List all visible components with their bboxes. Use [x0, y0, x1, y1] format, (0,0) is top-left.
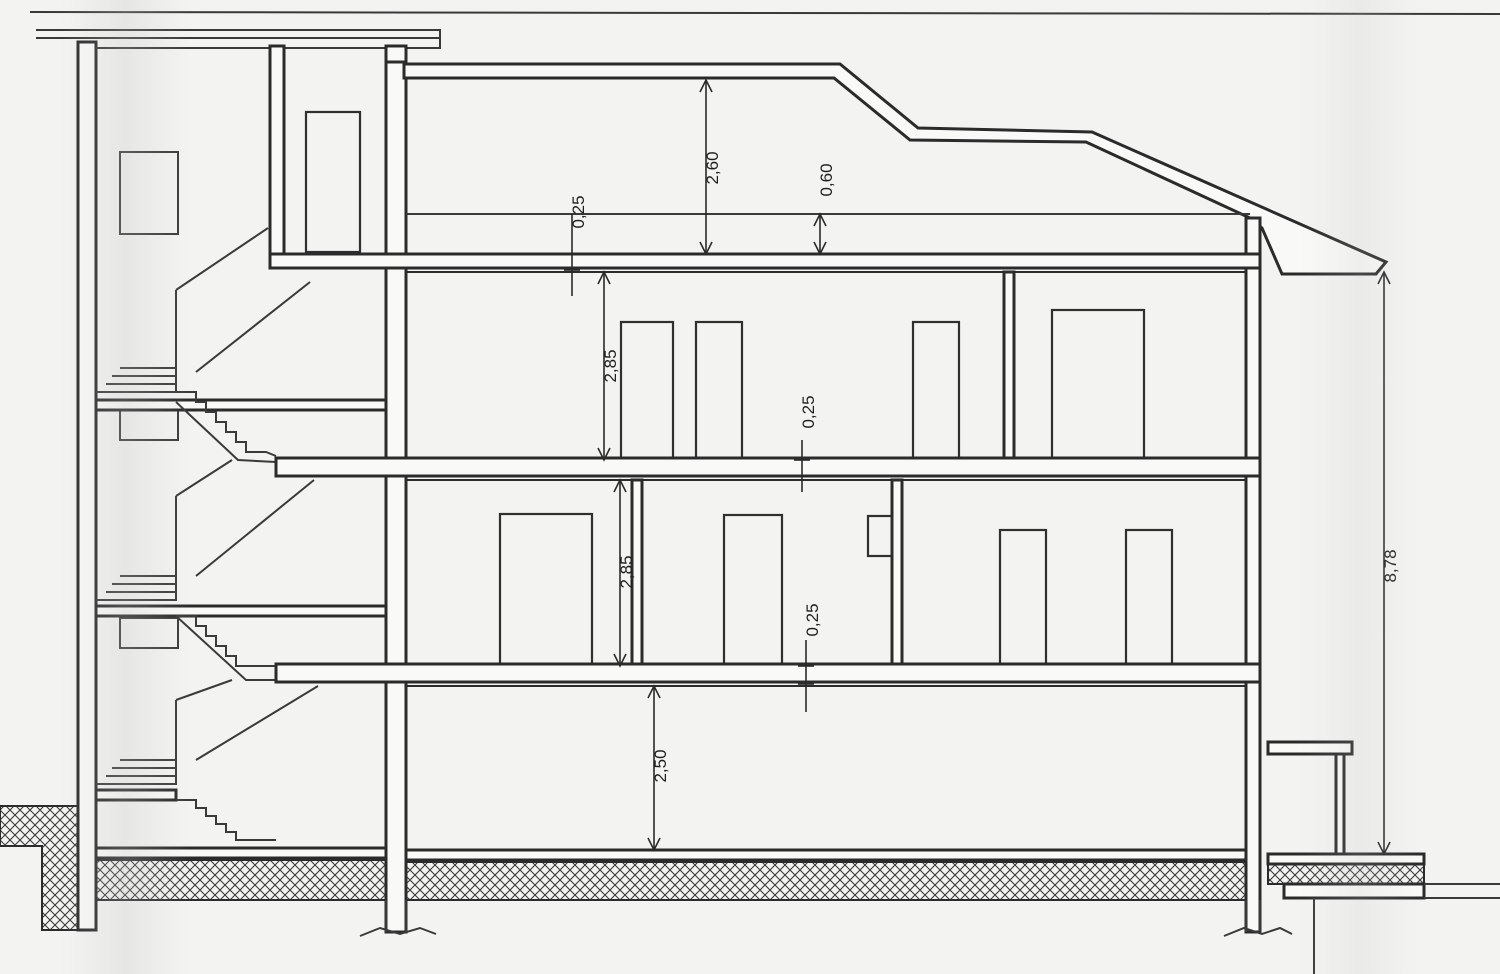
dim-ground-height: 2,50: [651, 749, 670, 782]
floor1-door-1: [498, 512, 594, 668]
ground-slab: [404, 848, 1248, 862]
floor2-door-4: [1050, 308, 1146, 462]
paper-fold-shadow-right: [1300, 0, 1420, 974]
attic-door: [304, 110, 362, 254]
ground-floor: [94, 680, 1262, 934]
dim-floor1-slab: 0,25: [803, 603, 822, 636]
roof: [268, 44, 1389, 276]
floor1-door-3: [998, 528, 1048, 668]
right-wall-lower: [1244, 680, 1262, 934]
dim-attic-slab: 0,25: [569, 195, 588, 228]
floor1-niche: [866, 514, 894, 558]
floor2-slab: [274, 456, 1262, 478]
floor1-partition-b: [890, 478, 904, 668]
dim-attic-parapet: 0,60: [817, 163, 836, 196]
right-wall-upper: [1244, 266, 1262, 466]
attic-left-wall: [268, 44, 286, 258]
paper-border-line: [29, 11, 1500, 15]
floor2-partition: [1002, 270, 1016, 462]
dim-attic-height: 2,60: [703, 151, 722, 184]
foundations: [0, 805, 1293, 937]
paper-fold-shadow: [60, 0, 190, 974]
foundation-hatch-main: [405, 861, 1247, 901]
floor2-door-2: [694, 320, 744, 462]
floor2-door-3: [911, 320, 961, 462]
attic-floor-slab: [268, 252, 1262, 270]
dim-floor2-slab: 0,25: [799, 395, 818, 428]
first-floor: [274, 474, 1262, 684]
floor1-door-4: [1124, 528, 1174, 668]
floor1-door-2: [722, 513, 784, 668]
floor2-door-1: [619, 320, 675, 462]
floor1-slab: [274, 662, 1262, 684]
attic-partition: [384, 60, 408, 264]
second-floor: [274, 266, 1262, 478]
dim-floor1-height: 2,85: [617, 555, 636, 588]
roof-slab: [402, 62, 1389, 276]
dim-floor2-height: 2,85: [601, 349, 620, 382]
